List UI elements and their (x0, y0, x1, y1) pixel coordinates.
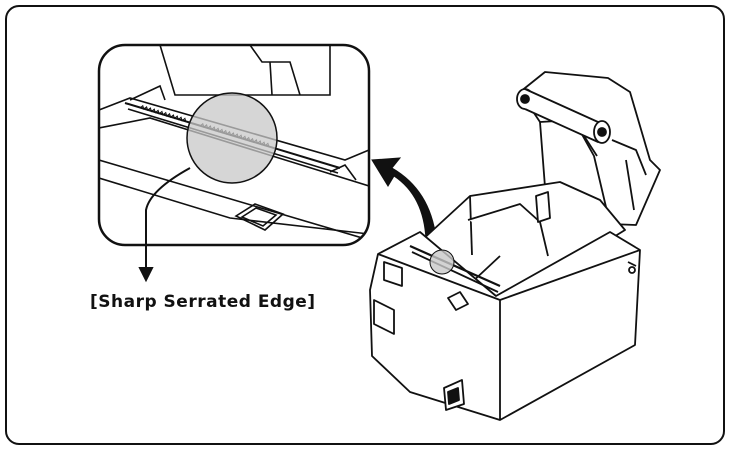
serrated-edge-caption: [Sharp Serrated Edge] (90, 292, 316, 312)
leader-arrow (138, 167, 191, 283)
magnified-inset (97, 43, 371, 247)
curved-arrow-icon (371, 157, 437, 241)
printer-icon (369, 71, 661, 421)
printer-highlight (429, 249, 455, 275)
highlight-circle (186, 92, 278, 184)
